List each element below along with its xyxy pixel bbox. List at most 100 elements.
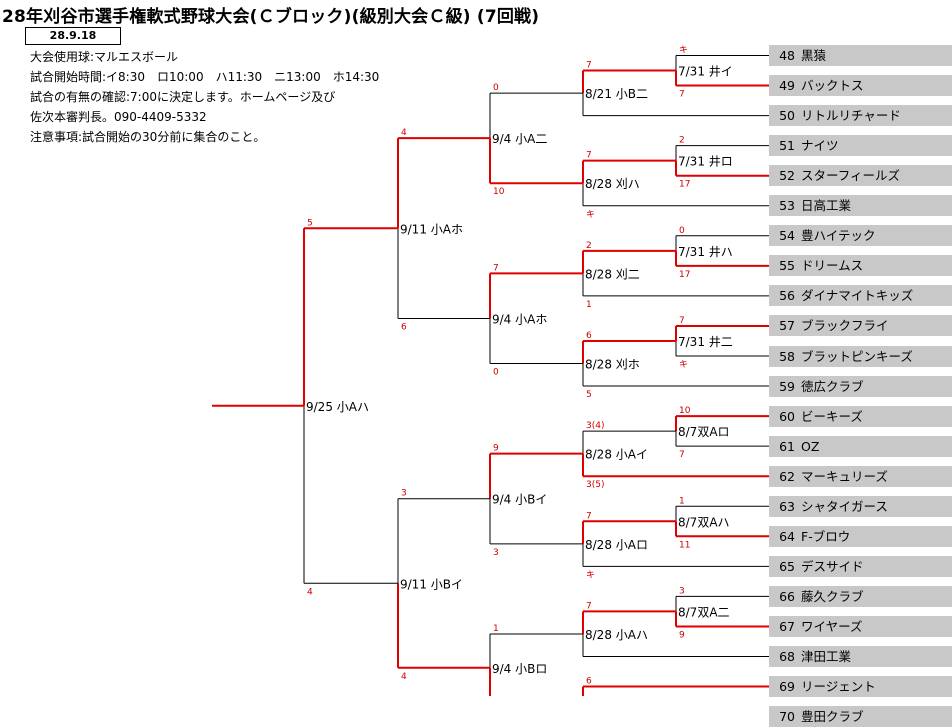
team-entry: 54 豊ハイテック [769, 225, 952, 246]
score-label: 11 [679, 540, 690, 550]
team-entry: 57 ブラックフライ [769, 315, 952, 336]
score-label: 5 [307, 218, 313, 228]
team-number: 64 [769, 526, 795, 547]
team-name: マーキュリーズ [801, 469, 888, 484]
team-number: 54 [769, 225, 795, 246]
team-number: 69 [769, 676, 795, 697]
team-name: 日高工業 [801, 198, 851, 213]
team-number: 61 [769, 436, 795, 457]
team-name: 津田工業 [801, 649, 851, 664]
score-label: 10 [493, 187, 505, 197]
match-label: 8/7双A二 [678, 605, 730, 619]
score-label: 17 [679, 270, 690, 280]
team-name: 豊ハイテック [801, 228, 876, 243]
team-name: バックトス [801, 78, 864, 93]
team-name: スターフィールズ [801, 168, 900, 183]
score-label: 7 [586, 601, 592, 611]
team-name: デスサイド [801, 559, 864, 574]
team-entry: 65 デスサイド [769, 556, 952, 577]
score-label: 2 [679, 136, 685, 146]
team-name: リージェント [801, 679, 876, 694]
team-name: シャタイガース [801, 499, 888, 514]
match-label: 8/28 小Aハ [585, 628, 648, 642]
score-label: キ [586, 570, 595, 580]
match-label: 8/28 刈二 [585, 267, 640, 281]
score-label: キ [586, 210, 595, 220]
team-entry: 52 スターフィールズ [769, 165, 952, 186]
team-name: リトルリチャード [801, 108, 901, 123]
team-number: 49 [769, 75, 795, 96]
match-label: 7/31 井ハ [678, 245, 733, 259]
score-label: 3 [679, 586, 685, 596]
team-number: 52 [769, 165, 795, 186]
match-label: 7/31 井イ [678, 65, 733, 79]
match-label: 9/4 小Bロ [492, 662, 547, 676]
team-entry: 58 ブラットピンキーズ [769, 346, 952, 367]
team-name: ビーキーズ [801, 409, 863, 424]
score-label: 3 [493, 548, 499, 558]
score-label: 1 [493, 624, 499, 634]
team-name: 黒猿 [801, 48, 826, 63]
team-number: 51 [769, 135, 795, 156]
match-label: 8/28 刈ホ [585, 358, 640, 372]
score-label: キ [679, 360, 688, 370]
score-label: 5 [586, 390, 592, 400]
team-name: 徳広クラブ [801, 379, 864, 394]
team-number: 56 [769, 285, 795, 306]
score-label: 17 [679, 180, 690, 190]
team-number: 60 [769, 406, 795, 427]
score-label: 0 [493, 368, 499, 378]
score-label: キ [679, 46, 688, 56]
score-label: 7 [586, 151, 592, 161]
team-number: 66 [769, 586, 795, 607]
score-label: 9 [493, 444, 499, 454]
score-label: 3(4) [586, 421, 604, 431]
score-label: 3 [401, 489, 407, 499]
score-label: 7 [679, 316, 685, 326]
match-label: 7/31 井二 [678, 335, 733, 349]
match-label: 9/4 小Aホ [492, 312, 547, 326]
score-label: 7 [493, 263, 499, 273]
team-name: ドリームス [801, 258, 863, 273]
score-label: 4 [401, 672, 407, 682]
team-name: ナイツ [801, 138, 839, 153]
match-label: 7/31 井ロ [678, 155, 733, 169]
team-number: 67 [769, 616, 795, 637]
match-label: 9/11 小Bイ [400, 577, 463, 591]
team-name: ダイナマイトキッズ [801, 288, 913, 303]
match-label: 8/7双Aロ [678, 425, 730, 439]
score-label: 10 [679, 406, 691, 416]
team-entry: 69 リージェント [769, 676, 952, 697]
team-name: ブラックフライ [801, 318, 889, 333]
team-number: 50 [769, 105, 795, 126]
match-label: 9/4 小A二 [492, 132, 547, 146]
match-label: 9/25 小Aハ [306, 400, 369, 414]
team-number: 58 [769, 346, 795, 367]
score-label: 2 [586, 241, 592, 251]
team-number: 55 [769, 255, 795, 276]
team-name: ブラットピンキーズ [801, 349, 913, 364]
score-label: 0 [493, 83, 499, 93]
match-label: 8/21 小B二 [585, 87, 648, 101]
team-entry: 51 ナイツ [769, 135, 952, 156]
score-label: 6 [401, 322, 407, 332]
score-label: 6 [586, 677, 592, 687]
team-number: 57 [769, 315, 795, 336]
team-entry: 55 ドリームス [769, 255, 952, 276]
team-number: 63 [769, 496, 795, 517]
score-label: 6 [586, 331, 592, 341]
score-label: 1 [679, 496, 685, 506]
score-label: 7 [679, 450, 685, 460]
score-label: 1 [586, 300, 592, 310]
team-name: F-ブロウ [801, 529, 850, 544]
team-number: 65 [769, 556, 795, 577]
score-label: 9 [679, 630, 685, 640]
